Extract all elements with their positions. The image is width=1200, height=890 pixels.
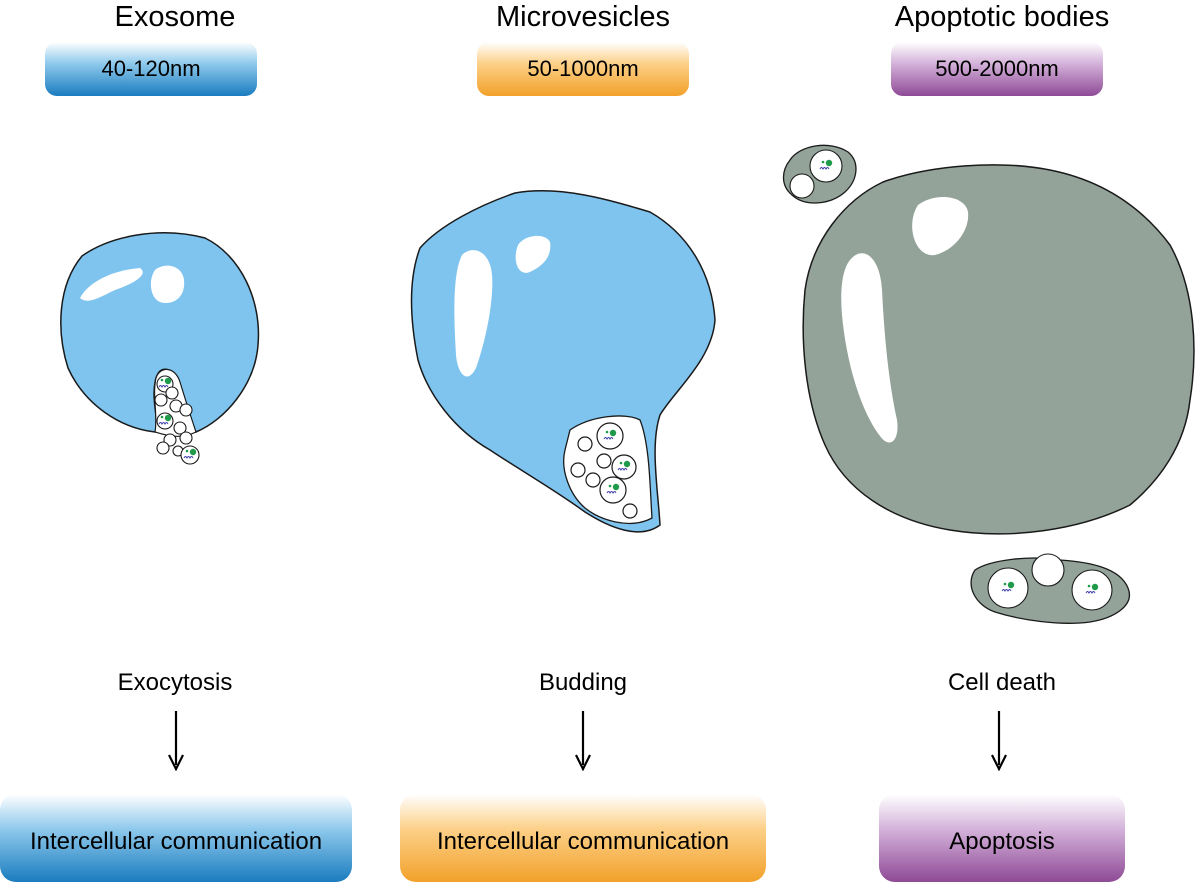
microvesicle-outcome-box: Intercellular communication [400,794,766,882]
exosome-process-label: Exocytosis [117,669,233,696]
apoptotic-outcome-box: Apoptosis [879,794,1125,882]
exosome-size-badge: 40-120nm [45,42,257,96]
exosome-title: Exosome [114,1,236,33]
microvesicle-cell [410,190,716,533]
apoptotic-cell [802,164,1195,535]
exosome-arrow-icon [168,711,184,771]
microvesicle-size-badge: 50-1000nm [477,42,689,96]
exosome-outcome-box: Intercellular communication [0,794,352,882]
apoptotic-arrow-icon [991,711,1007,771]
apoptotic-title: Apoptotic bodies [894,1,1110,33]
apoptotic-body-large [970,553,1131,624]
exosome-cell [60,232,260,465]
apoptotic-column: Apoptotic bodies 500-2000nm Cell death A… [870,0,1134,885]
microvesicle-column: Microvesicles 50-1000nm Budding Intercel… [400,0,766,885]
exosome-column: Exosome 40-120nm Exocytosis Intercellula… [0,0,352,885]
microvesicle-arrow-icon [575,711,591,771]
apoptotic-body-small [782,144,857,204]
microvesicle-title: Microvesicles [495,1,671,33]
apoptotic-size-badge: 500-2000nm [891,42,1103,96]
microvesicle-process-label: Budding [538,669,628,696]
apoptotic-process-label: Cell death [947,669,1057,696]
